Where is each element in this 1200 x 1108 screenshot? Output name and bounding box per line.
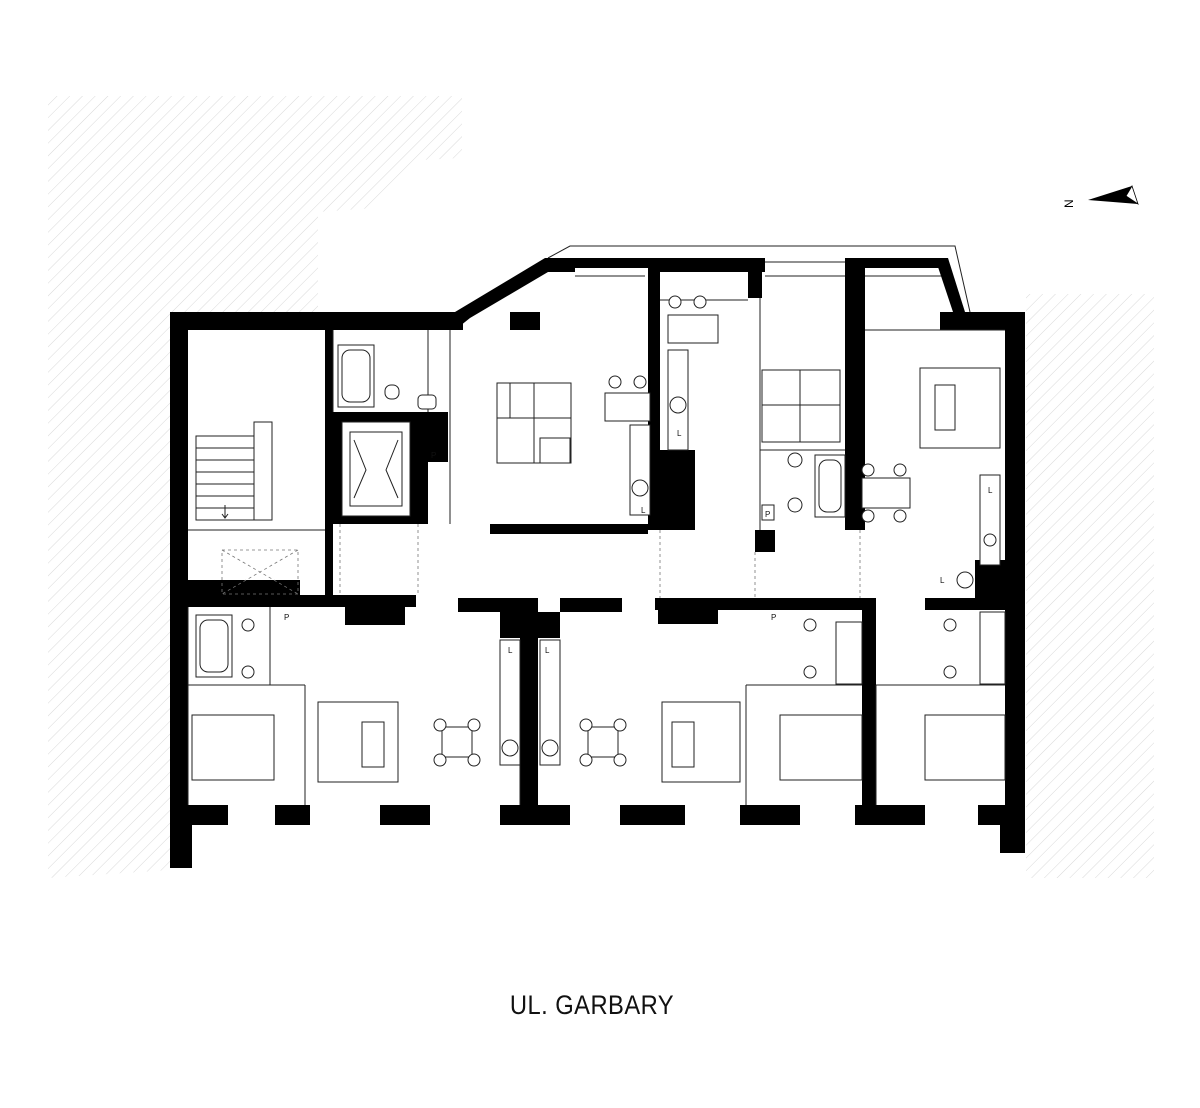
wall: [528, 598, 538, 806]
washer-label: P: [431, 451, 436, 460]
wall: [188, 580, 300, 595]
furniture-apt-east: [861, 367, 1001, 589]
street-label: UL. GARBARY: [509, 990, 675, 1020]
fridge-label: L: [677, 429, 682, 438]
washer-label: P: [771, 613, 776, 622]
wall: [500, 612, 560, 638]
wall: [490, 524, 648, 534]
wall: [170, 805, 192, 868]
north-label: N: [1062, 199, 1076, 208]
wall: [748, 258, 762, 298]
wall: [740, 805, 800, 825]
wall: [655, 450, 695, 530]
wall: [510, 312, 540, 330]
fixture-labels: L L L L L L P P P P: [284, 429, 993, 655]
wall: [170, 312, 188, 868]
wall: [575, 258, 655, 268]
wall: [925, 598, 1025, 610]
wall: [975, 560, 1005, 600]
fridge-label: L: [940, 576, 945, 585]
wall: [655, 258, 765, 272]
fridge-label: L: [641, 506, 646, 515]
wall: [865, 258, 940, 268]
fridge-label: L: [545, 646, 550, 655]
wall: [415, 412, 423, 524]
wall: [170, 312, 328, 330]
wall: [455, 258, 575, 330]
furniture-apt-north-2: [667, 295, 846, 521]
wall: [380, 805, 430, 825]
neighbour-building-west: [48, 96, 462, 878]
wall: [1005, 312, 1025, 852]
wall: [940, 312, 1025, 330]
walls: [170, 258, 1025, 868]
wall: [755, 530, 775, 552]
wall: [560, 598, 622, 612]
wall: [1000, 805, 1025, 853]
furniture-apt-south: [191, 611, 1006, 783]
wall: [325, 312, 333, 602]
wall: [458, 598, 520, 612]
neighbour-building-east: [1026, 294, 1154, 878]
washer-label: P: [765, 510, 770, 519]
fridge-label: L: [988, 486, 993, 495]
washer-label: P: [284, 613, 289, 622]
fridge-label: L: [508, 646, 513, 655]
wall: [620, 805, 685, 825]
wall: [845, 258, 865, 530]
wall: [855, 805, 925, 825]
wall: [188, 805, 228, 825]
lift: [341, 421, 411, 517]
north-arrow-icon: N: [1062, 185, 1139, 208]
wall: [500, 805, 570, 825]
furniture-apt-north-1: [337, 344, 651, 516]
wall: [658, 598, 718, 624]
wall: [275, 805, 310, 825]
staircase: [195, 421, 299, 595]
wall: [428, 412, 448, 462]
neighbour-buildings: [48, 96, 1154, 878]
wall: [862, 598, 876, 808]
wall: [935, 258, 965, 318]
wall: [345, 595, 405, 625]
wall: [333, 312, 463, 330]
